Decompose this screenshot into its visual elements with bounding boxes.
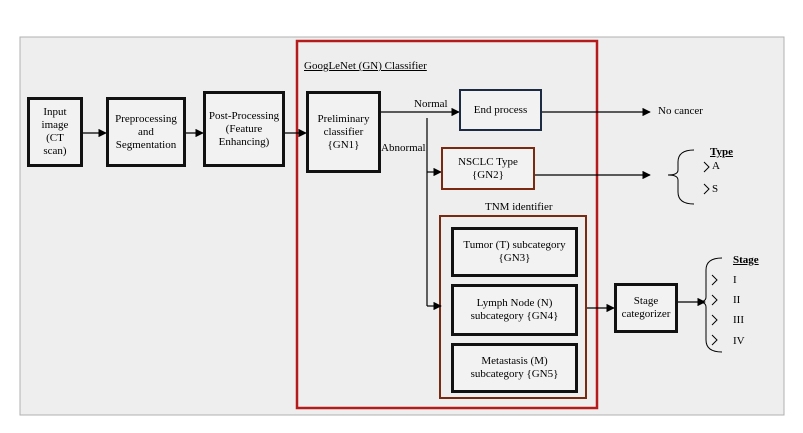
stage-item-iii: III: [733, 314, 744, 326]
stage-item-i: I: [733, 274, 737, 286]
no-cancer-label: No cancer: [658, 105, 703, 117]
tumor-subcategory-box: Tumor (T) subcategory {GN3}: [451, 227, 578, 277]
classifier-region: [295, 39, 599, 410]
postprocessing-box: Post-Processing (Feature Enhancing): [203, 91, 285, 167]
classifier-title: GoogLeNet (GN) Classifier: [304, 60, 427, 72]
outer-panel: [19, 36, 785, 416]
type-chevrons: [703, 161, 710, 195]
metastasis-subcategory-box: Metastasis (M) subcategory {GN5}: [451, 343, 578, 393]
input-image-box: Input image (CT scan): [27, 97, 83, 167]
preprocessing-box: Preprocessing and Segmentation: [106, 97, 186, 167]
nsclc-type-box: NSCLC Type {GN2}: [441, 147, 535, 190]
type-heading: Type: [710, 146, 734, 158]
preliminary-classifier-box: Preliminary classifier {GN1}: [306, 91, 381, 173]
stage-categorizer-box: Stage categorizer: [614, 283, 678, 333]
type-brace: [667, 149, 695, 205]
stage-item-ii: II: [733, 294, 741, 306]
type-item-a: A: [712, 160, 720, 172]
stage-heading: Stage: [733, 254, 759, 266]
tnm-identifier-label: TNM identifier: [485, 201, 553, 213]
end-process-box: End process: [459, 89, 542, 131]
abnormal-label: Abnormal: [381, 142, 426, 154]
stage-chevrons: [711, 274, 718, 346]
lymph-node-subcategory-box: Lymph Node (N) subcategory {GN4}: [451, 284, 578, 336]
normal-label: Normal: [414, 98, 448, 110]
type-item-s: S: [712, 183, 719, 195]
stage-brace: [697, 257, 723, 353]
stage-item-iv: IV: [733, 335, 745, 347]
